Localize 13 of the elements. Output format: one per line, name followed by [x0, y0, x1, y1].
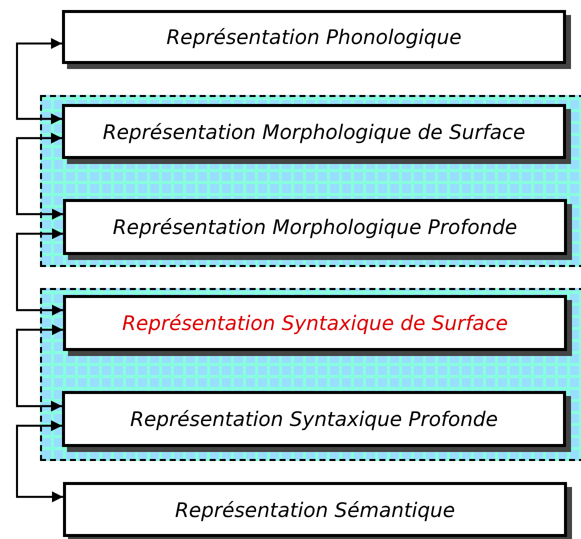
connector-arrow: [16, 228, 63, 316]
box-label: Représentation Syntaxique de Surface: [122, 311, 508, 335]
connector-arrow: [16, 38, 62, 124]
connector-arrow: [16, 132, 63, 220]
box-label: Représentation Phonologique: [166, 25, 462, 49]
connector-arrow: [16, 420, 63, 502]
box-label: Représentation Sémantique: [174, 498, 456, 522]
box-label: Représentation Morphologique de Surface: [102, 120, 526, 144]
dashed-group-band: [40, 95, 581, 267]
dashed-group-band: [40, 288, 581, 461]
box-label: Représentation Syntaxique Profonde: [130, 407, 498, 431]
box-label: Représentation Morphologique Profonde: [112, 215, 518, 239]
connector-arrow: [16, 324, 63, 412]
